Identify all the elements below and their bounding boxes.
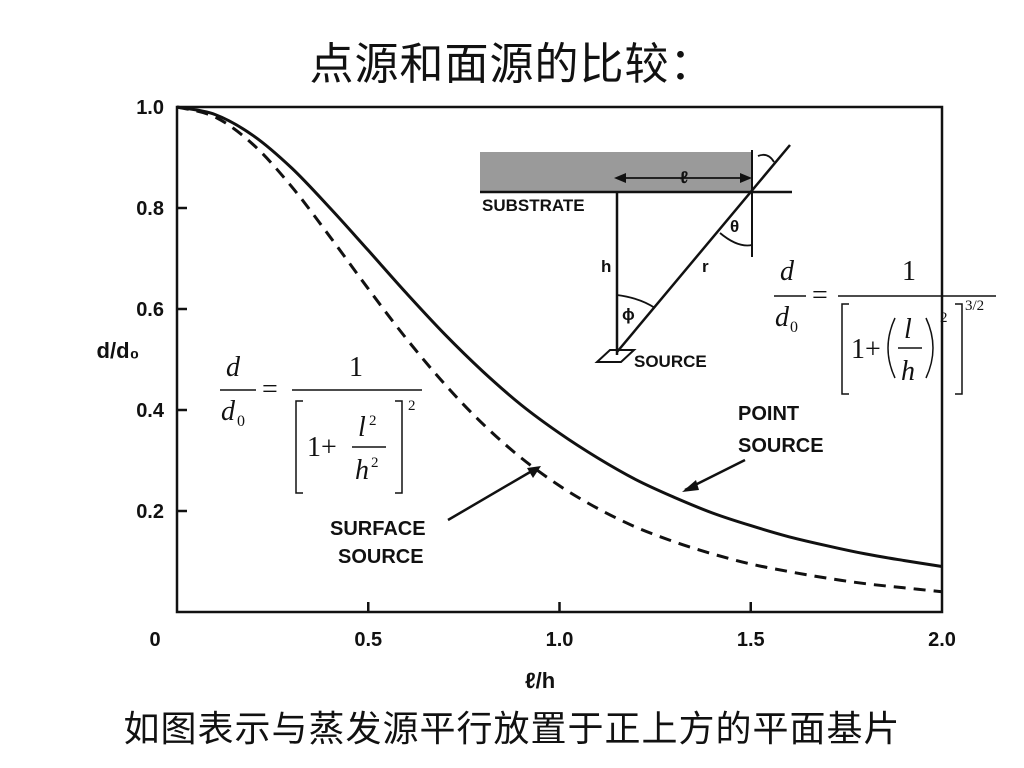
svg-text:0: 0 <box>790 319 798 336</box>
svg-text:2: 2 <box>940 310 948 326</box>
source-label: SOURCE <box>634 352 707 371</box>
theta-arc <box>719 232 753 247</box>
x-tick-label: 1.0 <box>546 629 574 651</box>
l-arrow-left <box>614 173 626 183</box>
page-title: 点源和面源的比较： <box>309 39 715 90</box>
svg-text:l: l <box>358 412 366 443</box>
svg-text:2: 2 <box>408 398 416 414</box>
y-tick-label: 0.2 <box>136 501 164 523</box>
y-tick-label: 0.8 <box>136 198 164 220</box>
top-arc <box>757 153 775 163</box>
svg-text:1+: 1+ <box>851 334 881 365</box>
substrate-label: SUBSTRATE <box>482 196 585 215</box>
svg-text:d: d <box>775 302 790 333</box>
x-tick-label: 1.5 <box>737 629 765 651</box>
svg-text:1: 1 <box>902 256 916 287</box>
equation-point-source: d d 0 = 1 1+ l h 2 3/2 <box>774 256 996 395</box>
l-label: ℓ <box>680 168 688 187</box>
annotation-point-line1: POINT <box>738 403 799 425</box>
x-tick-label: 0 <box>149 629 160 651</box>
svg-text:d: d <box>780 256 795 287</box>
annotation-surface-line1: SURFACE <box>330 518 426 540</box>
h-label: h <box>601 257 611 276</box>
svg-text:d: d <box>221 396 236 427</box>
y-tick-label: 1.0 <box>136 97 164 119</box>
svg-text:l: l <box>904 314 912 345</box>
svg-text:d: d <box>226 352 241 383</box>
y-tick-label: 0.4 <box>136 400 165 422</box>
annotation-surface-arrow <box>447 466 538 522</box>
r-line <box>616 144 791 353</box>
theta-label: θ <box>730 217 739 236</box>
svg-text:2: 2 <box>369 413 377 429</box>
annotation-surface-arrowhead <box>527 466 541 478</box>
series-line-point-source <box>176 105 943 568</box>
source-element <box>594 349 637 363</box>
x-tick-label: 2.0 <box>928 629 956 651</box>
phi-arc <box>616 294 656 309</box>
svg-text:=: = <box>812 280 828 311</box>
r-label: r <box>702 257 709 276</box>
l-arrow-right <box>740 173 752 183</box>
y-tick-label: 0.6 <box>136 299 164 321</box>
equation-surface-source: d d 0 = 1 1+ l 2 h 2 2 <box>220 352 422 494</box>
x-tick-label: 0.5 <box>354 629 382 651</box>
svg-text:h: h <box>901 356 915 387</box>
svg-text:1+: 1+ <box>307 432 337 463</box>
x-axis-label: ℓ/h <box>525 668 555 693</box>
phi-label: ϕ <box>622 305 635 324</box>
svg-text:0: 0 <box>237 413 245 430</box>
y-axis-label: d/d₀ <box>97 338 140 363</box>
svg-text:1: 1 <box>349 352 363 383</box>
annotation-point-line2: SOURCE <box>738 435 824 457</box>
annotation-surface-line2: SOURCE <box>338 546 424 568</box>
svg-text:h: h <box>355 455 369 486</box>
series-line-surface-source <box>176 105 943 594</box>
annotation-point-arrowhead <box>682 480 699 492</box>
svg-text:2: 2 <box>371 455 379 471</box>
svg-text:=: = <box>262 374 278 405</box>
svg-text:3/2: 3/2 <box>965 298 984 314</box>
geometry-diagram: SUBSTRATE ℓ h r ϕ θ SOURCE <box>480 144 792 371</box>
caption: 如图表示与蒸发源平行放置于正上方的平面基片 <box>123 709 901 750</box>
axis-ticks: 0 0.5 1.0 1.5 2.0 0.2 0.4 0.6 0.8 1.0 <box>136 97 956 651</box>
substrate-shading <box>480 152 752 192</box>
